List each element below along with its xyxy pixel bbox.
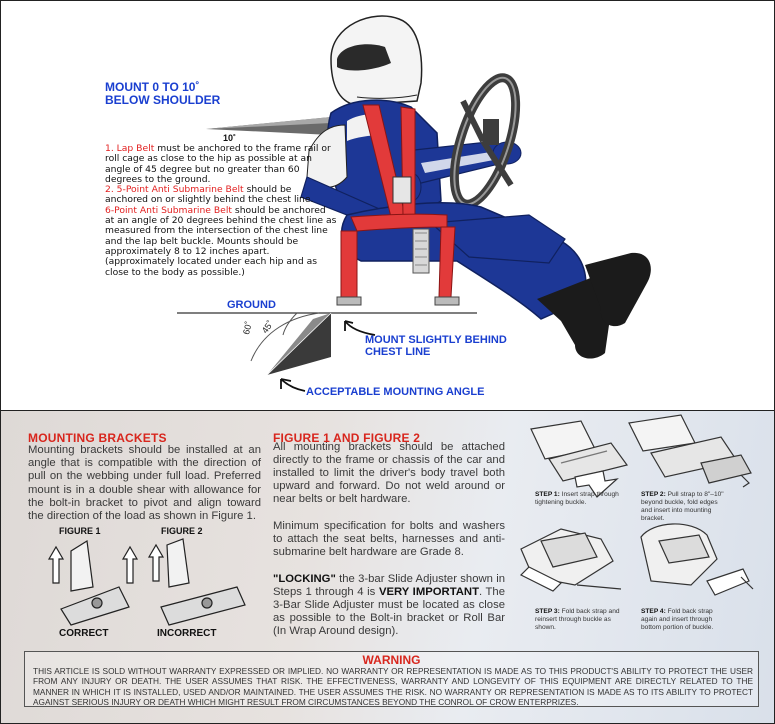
warning-title: WARNING — [362, 653, 421, 667]
correct-label: CORRECT — [59, 628, 109, 639]
acceptable-angle-label: ACCEPTABLE MOUNTING ANGLE — [306, 386, 485, 398]
figure1-label: FIGURE 1 — [59, 526, 101, 536]
driver-shoe — [537, 275, 615, 359]
step1-caption: STEP 1: Insert strap through tightening … — [535, 491, 619, 506]
step4-caption: STEP 4: Fold back strap again and insert… — [641, 608, 714, 631]
spec-5-point-belt: 2. 5-Point Anti Submarine Belt should be… — [105, 184, 314, 206]
chest-line-label: MOUNT SLIGHTLY BEHIND CHEST LINE — [365, 334, 507, 358]
step1-buckle-icon — [530, 420, 629, 498]
instructions-panel: MOUNTING BRACKETS Mounting brackets shou… — [0, 410, 775, 724]
warning-text: This article is sold without warranty ex… — [33, 666, 753, 708]
helmet-icon — [330, 15, 423, 106]
incorrect-label: INCORRECT — [157, 628, 217, 639]
step3-buckle-icon — [519, 528, 622, 592]
spec-6-point-belt: 6-Point Anti Submarine Belt should be an… — [105, 204, 337, 278]
step2-buckle-icon — [628, 414, 752, 488]
pointer-arrow-icon — [280, 320, 376, 392]
step2-caption: STEP 2: Pull strap to 8"–10" beyond buck… — [641, 491, 724, 522]
step4-buckle-icon — [640, 523, 754, 596]
angle-10-label: 10˚ — [223, 133, 237, 143]
warning-box: WARNING This article is sold without war… — [24, 651, 759, 707]
harness-buckle — [392, 176, 412, 204]
step3-caption: STEP 3: Fold back strap and reinsert thr… — [535, 608, 620, 631]
figures-text-hardware: Minimum specification for bolts and wash… — [273, 520, 505, 559]
figures-title: FIGURE 1 AND FIGURE 2 — [273, 431, 421, 445]
belt-specifications: 1. Lap Belt must be anchored to the fram… — [105, 143, 337, 278]
instruction-figures — [47, 414, 754, 626]
driver-illustration — [177, 15, 651, 392]
mounting-diagram-panel: MOUNT 0 TO 10˚ BELOW SHOULDER 10˚ 1. Lap… — [0, 0, 775, 410]
mount-heading: MOUNT 0 TO 10˚ BELOW SHOULDER — [105, 80, 221, 107]
figures-text-attachment: All mounting brackets should be attached… — [273, 441, 505, 506]
ground-label: GROUND — [227, 299, 276, 311]
figures-text-locking: "LOCKING" the 3-bar Slide Adjuster shown… — [273, 573, 506, 638]
bracket-correct-icon — [47, 539, 139, 626]
bracket-incorrect-icon — [147, 538, 246, 626]
figure2-label: FIGURE 2 — [161, 526, 203, 536]
spec-lap-belt: 1. Lap Belt must be anchored to the fram… — [105, 143, 331, 185]
mounting-brackets-text: Mounting brackets should be installed at… — [28, 444, 261, 523]
mounting-brackets-title: MOUNTING BRACKETS — [28, 431, 167, 445]
steering-wheel-icon — [449, 73, 521, 209]
